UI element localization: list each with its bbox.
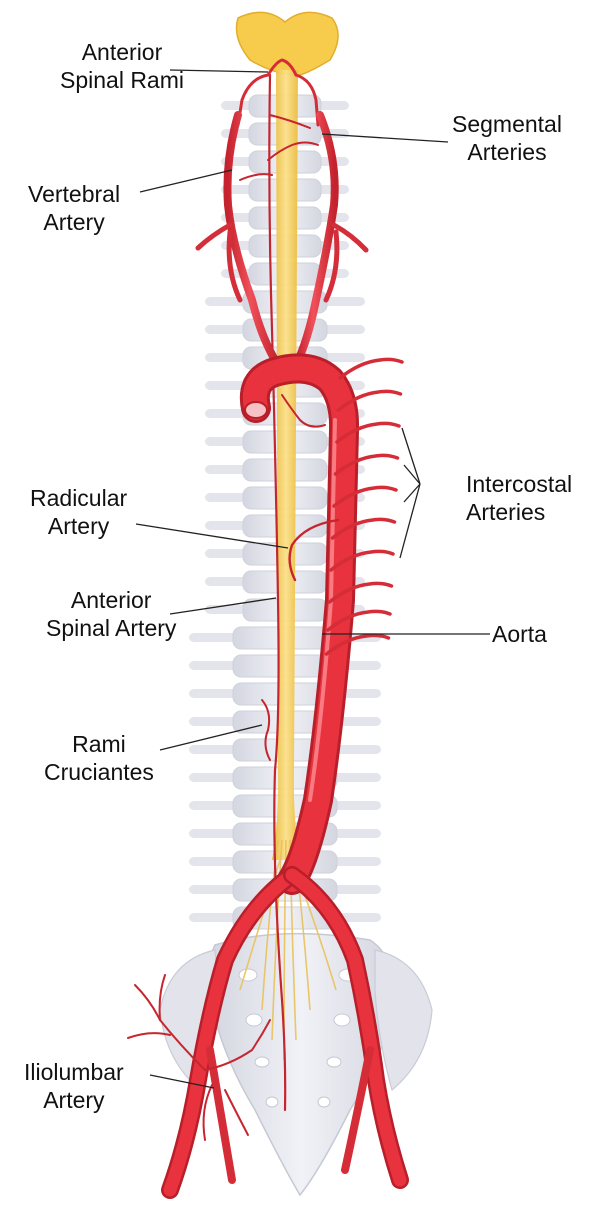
label-aorta: Aorta [492,620,547,648]
intercostal-artery [340,359,402,378]
left-internal-iliac [210,1050,232,1180]
brainstem [237,12,339,75]
aortic-arch-cut [245,402,267,418]
